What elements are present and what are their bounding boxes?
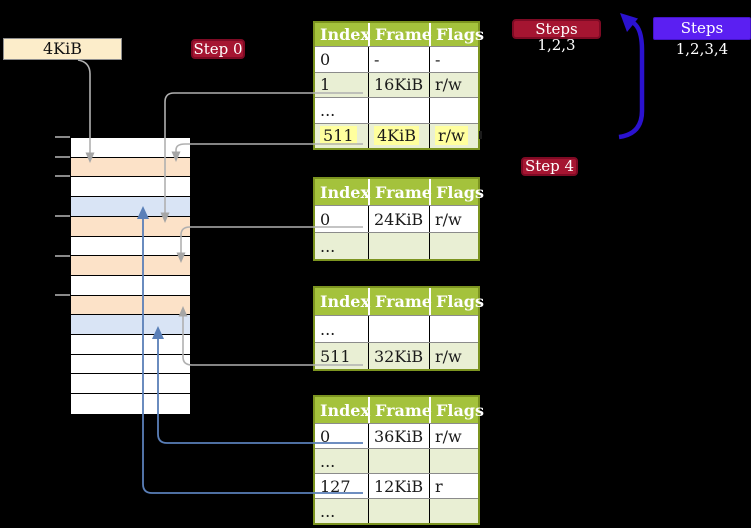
table-header-row: Index Frame Flags <box>315 288 484 315</box>
memory-frame-row <box>71 157 190 178</box>
table-row: ... <box>315 448 478 473</box>
cell-index: 0 <box>320 426 331 446</box>
table-row: 0 36KiB r/w <box>315 423 478 448</box>
memory-frame-row <box>71 295 190 316</box>
header-cell-index: Index <box>320 400 371 420</box>
page-table-1: Index Frame Flags 0 - - 1 16KiB r/w ... … <box>313 21 484 150</box>
memory-tick <box>55 175 70 177</box>
cell-index: ... <box>320 451 336 471</box>
table-row: ... <box>315 498 478 523</box>
header-cell-flags: Flags <box>429 179 484 205</box>
cell-frame: 4KiB <box>368 123 429 148</box>
cell-flags: r/w <box>429 123 478 148</box>
cell-flags <box>429 98 478 123</box>
cell-flags: r/w <box>429 72 478 97</box>
cell-flags <box>429 233 478 259</box>
cell-index: 511 <box>320 346 351 366</box>
cell-flags: r/w <box>429 343 478 369</box>
steps-1234-badge: Steps 1,2,3,4 <box>653 17 751 58</box>
table-row: 1 16KiB r/w <box>315 71 478 97</box>
cell-frame <box>368 233 429 259</box>
memory-frame-row <box>71 315 190 336</box>
cell-flags: - <box>429 47 478 72</box>
table-row: ... <box>315 232 478 259</box>
cell-frame <box>368 316 429 342</box>
cell-flags <box>429 316 478 342</box>
cell-frame <box>368 499 429 523</box>
cell-frame: 36KiB <box>368 424 429 448</box>
cell-flags: r/w <box>429 206 478 232</box>
table-row: ... <box>315 97 478 123</box>
cell-frame: 24KiB <box>368 206 429 232</box>
page-table-3: Index Frame Flags ... 511 32KiB r/w <box>313 286 484 371</box>
cell-frame: 32KiB <box>368 343 429 369</box>
cell-index: 1 <box>320 75 331 95</box>
page-table-2: Index Frame Flags 0 24KiB r/w ... <box>313 177 484 261</box>
cell-flags <box>429 449 478 473</box>
table-row: ... <box>315 315 478 342</box>
memory-frame-row <box>71 236 190 257</box>
memory-frame-row <box>71 335 190 355</box>
cell-flags <box>429 499 478 523</box>
header-cell-index: Index <box>320 292 371 311</box>
header-cell-index: Index <box>320 25 371 44</box>
cell-index: ... <box>320 501 336 521</box>
cell-frame: 16KiB <box>368 72 429 97</box>
cell-frame: 12KiB <box>368 474 429 498</box>
table-row: 127 12KiB r <box>315 473 478 498</box>
header-cell-frame: Frame <box>368 397 432 423</box>
memory-frame-row <box>71 256 190 276</box>
step-4-badge: Step 4 <box>521 157 578 176</box>
header-cell-flags: Flags <box>429 23 484 46</box>
cell-index: ... <box>320 100 336 120</box>
table-row: 0 - - <box>315 46 478 72</box>
memory-tick <box>55 294 70 296</box>
table-header-row: Index Frame Flags <box>315 397 484 423</box>
header-cell-frame: Frame <box>368 23 432 46</box>
header-cell-frame: Frame <box>368 179 432 205</box>
cell-index: ... <box>320 319 336 339</box>
memory-tick <box>55 136 70 138</box>
memory-tick <box>55 215 70 217</box>
table-header-row: Index Frame Flags <box>315 179 484 205</box>
memory-frame-row <box>71 197 190 217</box>
memory-frame-row <box>71 354 190 375</box>
header-cell-index: Index <box>320 182 371 202</box>
cell-index: ... <box>320 236 336 256</box>
memory-frame-row <box>71 374 190 395</box>
cell-flags: r <box>429 474 478 498</box>
cell-frame <box>368 98 429 123</box>
cell-index: 0 <box>320 49 331 69</box>
header-cell-flags: Flags <box>429 397 484 423</box>
step-0-badge: Step 0 <box>191 39 245 59</box>
memory-frame-row <box>71 275 190 296</box>
page-table-4: Index Frame Flags 0 36KiB r/w ... 127 12… <box>313 395 484 525</box>
cell-index: 0 <box>320 209 331 229</box>
physical-memory-column <box>70 137 191 415</box>
cell-frame: - <box>368 47 429 72</box>
header-cell-flags: Flags <box>429 288 484 315</box>
frame-size-label: 4KiB <box>3 38 122 60</box>
cell-index: 511 <box>315 124 368 149</box>
recursive-loop-arrow <box>618 13 645 140</box>
cell-index: 127 <box>320 476 351 496</box>
table-row: 0 24KiB r/w <box>315 205 478 232</box>
table-row: 511 32KiB r/w <box>315 342 478 369</box>
memory-frame-row <box>71 177 190 198</box>
header-cell-frame: Frame <box>368 288 432 315</box>
memory-tick <box>55 156 70 158</box>
memory-frame-row <box>71 138 190 158</box>
table-header-row: Index Frame Flags <box>315 23 484 46</box>
steps-123-badge: Steps 1,2,3 <box>512 19 601 53</box>
memory-frame-row <box>71 216 190 237</box>
table-row: 511 4KiB r/w <box>315 122 478 149</box>
cell-frame <box>368 449 429 473</box>
cell-flags: r/w <box>429 424 478 448</box>
memory-frame-row <box>71 394 190 414</box>
memory-tick <box>55 255 70 257</box>
